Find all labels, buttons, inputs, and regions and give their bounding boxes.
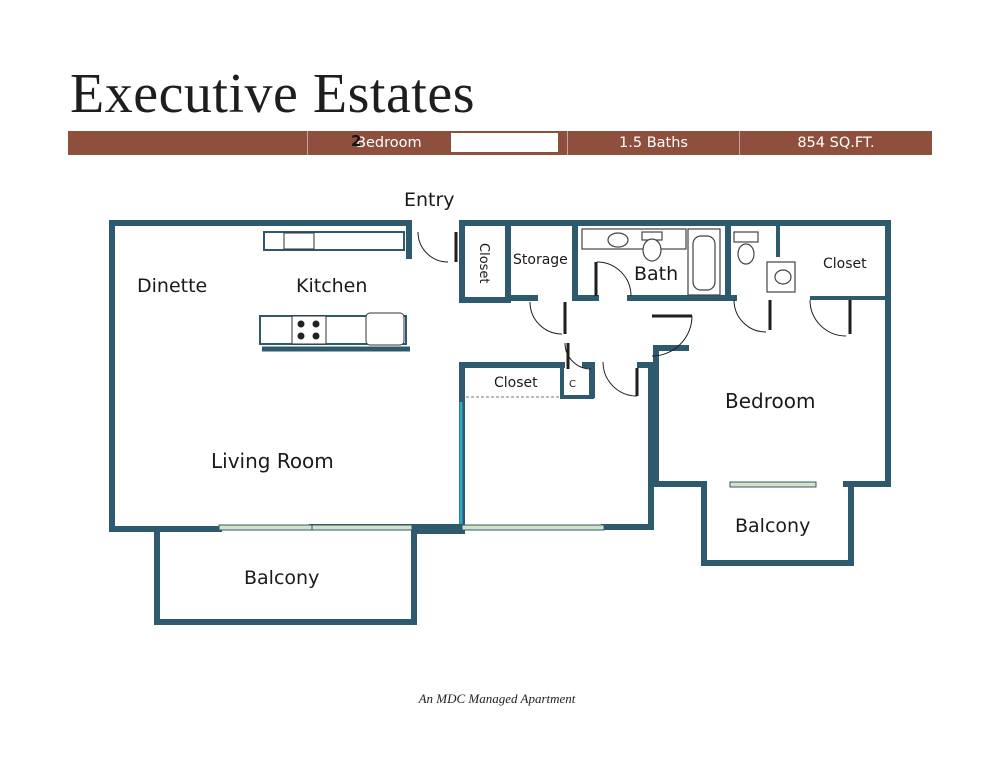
baths-label: 1.5 Baths xyxy=(619,135,688,151)
info-bar-bedrooms: 2 Bedroom xyxy=(308,131,568,155)
stove-burners xyxy=(297,320,320,340)
door-hall-arc xyxy=(651,315,693,357)
bathtub-basin xyxy=(692,235,716,291)
bath-sink xyxy=(607,232,629,248)
wall-outer-west xyxy=(109,220,412,532)
wall-bed2-east xyxy=(637,362,654,530)
wall-outer-east xyxy=(459,220,891,487)
half-bath-basin xyxy=(774,269,792,285)
door-entry-arc xyxy=(417,231,449,263)
label-closet-bedroom: Closet xyxy=(823,256,867,272)
wall-storage xyxy=(505,225,538,301)
wall-bedroom xyxy=(653,345,707,487)
info-bar-sqft: 854 SQ.FT. xyxy=(740,131,932,155)
door-bed2-arc xyxy=(602,361,638,397)
info-bar-baths: 1.5 Baths xyxy=(568,131,740,155)
burner-4 xyxy=(312,332,320,340)
label-closet-small: C xyxy=(569,379,576,390)
burner-3 xyxy=(297,332,305,340)
wall-closet-c xyxy=(582,362,595,398)
half-bath-sink-top xyxy=(733,231,759,243)
window-living-1 xyxy=(218,524,313,531)
door-closet-arc xyxy=(809,299,847,337)
door-closet-c-arc xyxy=(564,342,592,370)
bath-fixtures xyxy=(581,228,796,296)
stove xyxy=(291,315,327,345)
toilet-bowl xyxy=(642,238,662,262)
label-bath: Bath xyxy=(634,263,678,285)
label-entry: Entry xyxy=(404,189,455,211)
burner-1 xyxy=(297,320,305,328)
kitchen xyxy=(259,231,410,352)
footer-text: An MDC Managed Apartment xyxy=(418,691,576,706)
label-balcony-living: Balcony xyxy=(244,567,319,589)
windows xyxy=(218,481,817,531)
sqft-label: 854 SQ.FT. xyxy=(797,135,875,151)
label-storage: Storage xyxy=(513,252,568,268)
label-living-room: Living Room xyxy=(211,449,334,473)
refrigerator xyxy=(365,312,405,346)
half-bath-toilet xyxy=(737,243,755,265)
wall-storage-east xyxy=(572,225,599,301)
label-bedroom: Bedroom xyxy=(725,389,815,413)
bedroom-label: Bedroom xyxy=(356,135,422,151)
info-bar-spacer xyxy=(68,131,308,155)
label-balcony-bedroom: Balcony xyxy=(735,515,810,537)
label-kitchen: Kitchen xyxy=(296,275,367,297)
redaction-box xyxy=(451,133,558,152)
window-bed2 xyxy=(461,524,605,531)
info-bar: 2 Bedroom 1.5 Baths 854 SQ.FT. xyxy=(68,131,932,155)
burner-2 xyxy=(312,320,320,328)
window-bedroom xyxy=(729,481,817,488)
label-closet-hall: Closet xyxy=(494,375,538,391)
window-living-2 xyxy=(311,524,413,531)
door-storage-arc xyxy=(529,301,563,335)
wall-balcony-bedroom xyxy=(701,481,854,566)
doors xyxy=(417,231,852,397)
door-half-bath-arc xyxy=(733,299,767,333)
page-title: Executive Estates xyxy=(70,63,476,125)
kitchen-sink xyxy=(283,232,315,250)
label-closet-entry: Closet xyxy=(476,243,491,284)
label-dinette: Dinette xyxy=(137,275,207,297)
wall-balcony-living xyxy=(154,528,417,625)
bedroom-count: 2 xyxy=(351,132,362,150)
door-bath-arc xyxy=(596,261,632,297)
vanity xyxy=(581,228,687,250)
